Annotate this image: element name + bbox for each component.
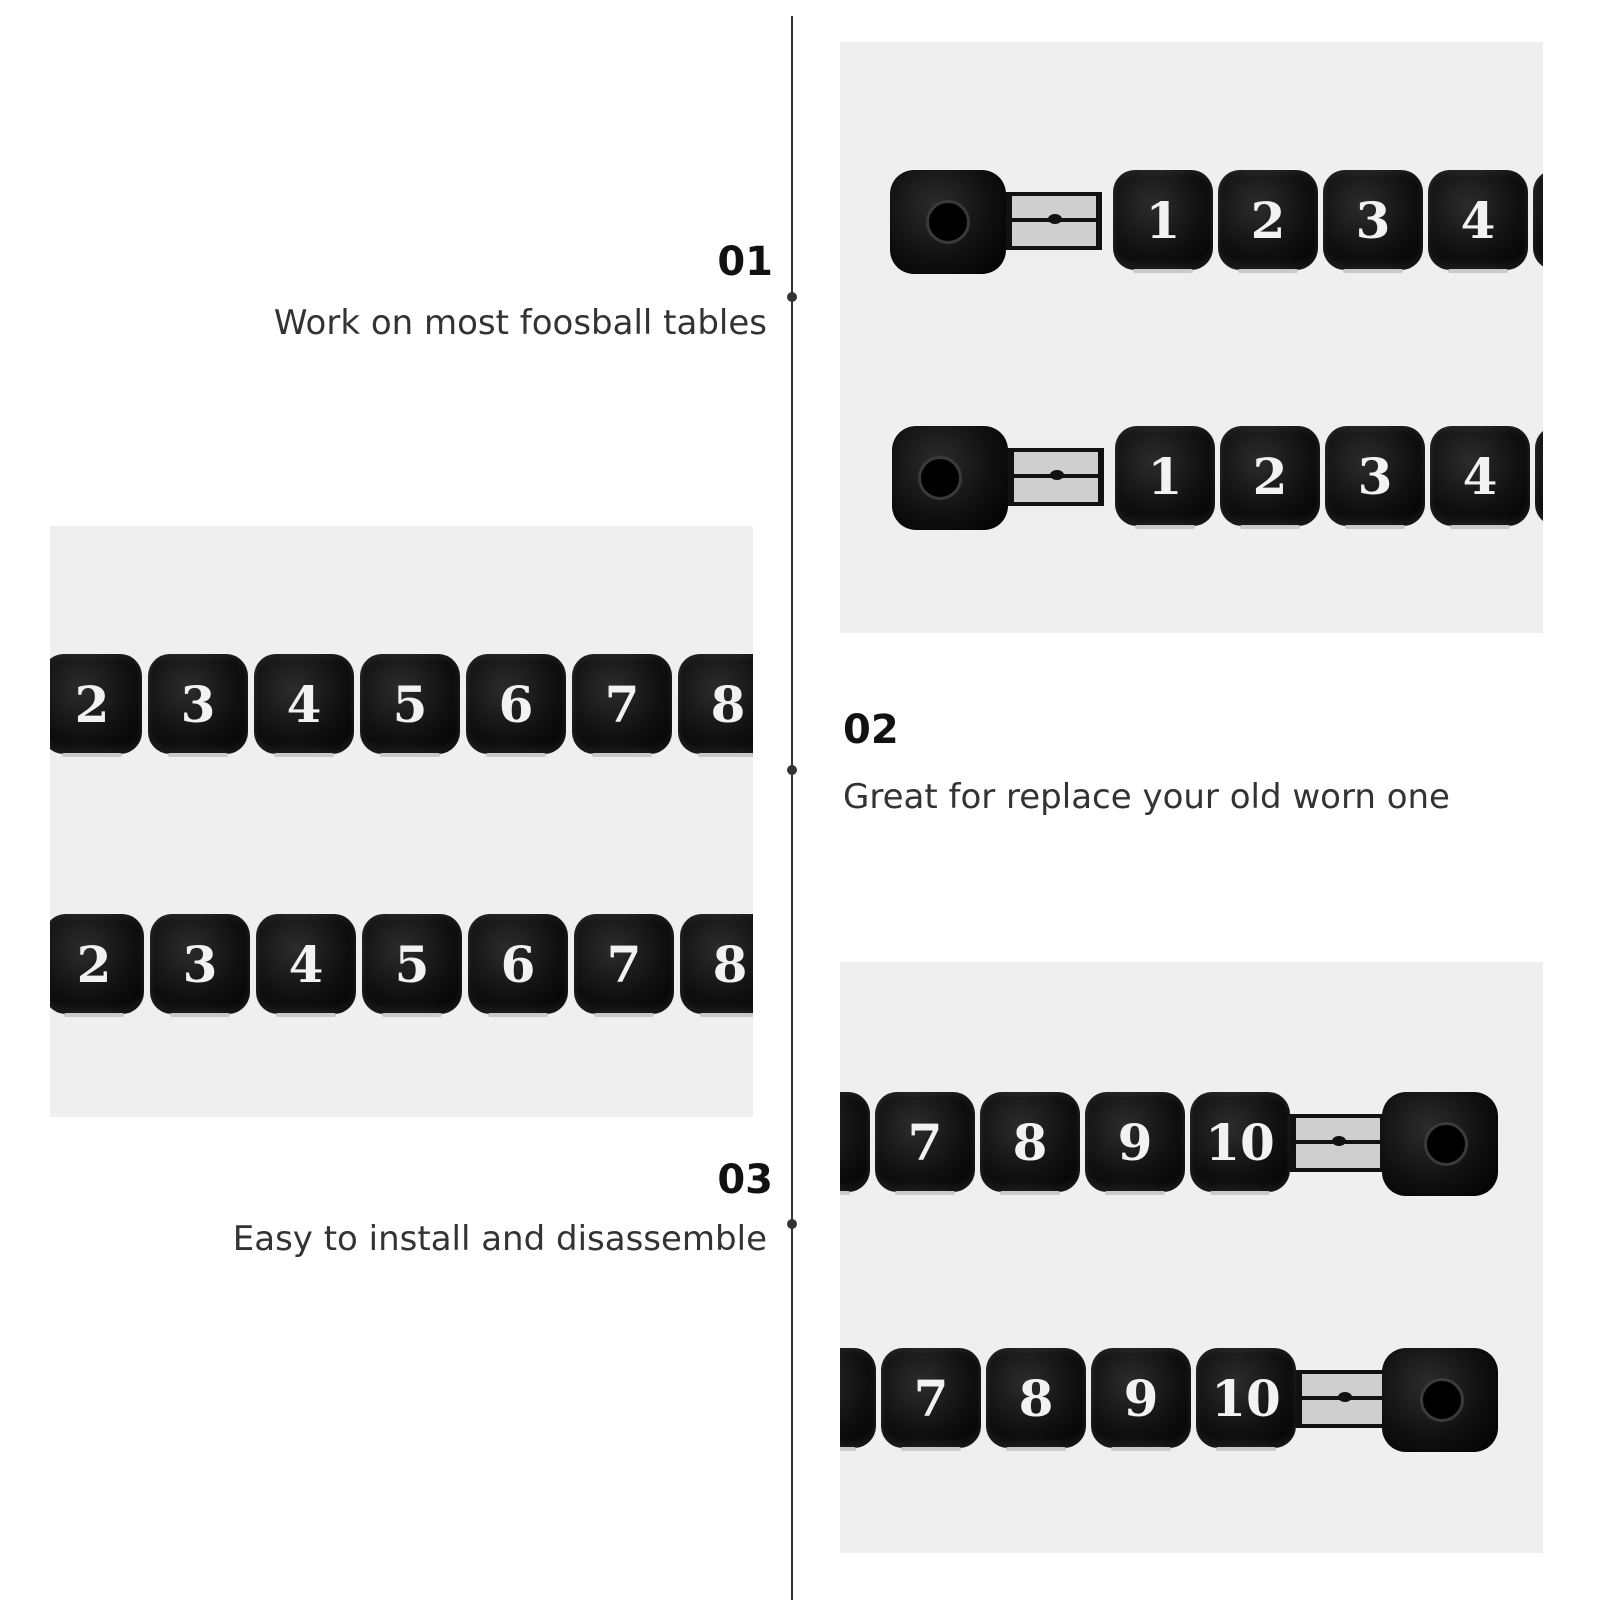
scorer-bracket (1008, 448, 1104, 506)
product-image-middle: 2 3 4 5 6 7 8 2 3 4 5 6 7 8 (50, 526, 753, 1117)
score-cube: 1 (1115, 426, 1215, 529)
scorer-endcap (890, 170, 1006, 274)
scorer-strip: 2 3 4 5 6 7 8 (50, 654, 753, 758)
score-cube-partial (840, 1092, 870, 1195)
step-text-03: Easy to install and disassemble (232, 1219, 767, 1259)
score-cube: 5 (360, 654, 460, 757)
endcap-hole-icon (1424, 1122, 1468, 1166)
score-cube: 8 (678, 654, 753, 757)
score-cube: 2 (1220, 426, 1320, 529)
score-cube: 3 (148, 654, 248, 757)
score-cube: 4 (1428, 170, 1528, 273)
scorer-endcap (1382, 1092, 1498, 1196)
score-cube: 7 (572, 654, 672, 757)
score-cube-partial (840, 1348, 876, 1451)
score-cube: 3 (1325, 426, 1425, 529)
scorer-bracket (1290, 1114, 1386, 1172)
step-number-02: 02 (843, 707, 899, 753)
step-text-01: Work on most foosball tables (273, 303, 767, 343)
step-number-01: 01 (717, 239, 773, 285)
scorer-strip: 1 2 3 4 (890, 170, 1543, 274)
score-cube: 1 (1113, 170, 1213, 273)
score-cube: 3 (1323, 170, 1423, 273)
score-cube: 4 (1430, 426, 1530, 529)
score-cube: 7 (875, 1092, 975, 1195)
score-cube: 4 (256, 914, 356, 1017)
endcap-hole-icon (918, 456, 962, 500)
score-cube: 2 (50, 654, 142, 757)
scorer-strip: 7 8 9 10 (840, 1092, 1530, 1196)
score-cube: 6 (468, 914, 568, 1017)
scorer-bracket (1006, 192, 1102, 250)
score-cube: 7 (881, 1348, 981, 1451)
endcap-hole-icon (1420, 1378, 1464, 1422)
score-cube: 5 (362, 914, 462, 1017)
score-cube: 10 (1190, 1092, 1290, 1195)
score-cube: 4 (254, 654, 354, 757)
scorer-endcap (1382, 1348, 1498, 1452)
score-cube: 7 (574, 914, 674, 1017)
timeline-line (791, 16, 793, 1600)
score-cube: 8 (980, 1092, 1080, 1195)
scorer-strip: 2 3 4 5 6 7 8 (50, 914, 753, 1018)
score-cube: 10 (1196, 1348, 1296, 1451)
score-cube-partial (1535, 426, 1543, 526)
score-cube: 2 (1218, 170, 1318, 273)
step-text-02: Great for replace your old worn one (843, 777, 1450, 817)
score-cube: 8 (680, 914, 753, 1017)
scorer-endcap (892, 426, 1008, 530)
step-number-03: 03 (717, 1157, 773, 1203)
product-image-bottom: 7 8 9 10 7 8 9 10 (840, 962, 1543, 1553)
score-cube: 2 (50, 914, 144, 1017)
scorer-strip: 1 2 3 4 (892, 426, 1543, 530)
score-cube: 6 (466, 654, 566, 757)
timeline-dot-02 (787, 765, 797, 775)
timeline-dot-01 (787, 292, 797, 302)
scorer-bracket (1296, 1370, 1392, 1428)
score-cube: 9 (1085, 1092, 1185, 1195)
score-cube-partial (1533, 170, 1543, 270)
score-cube: 3 (150, 914, 250, 1017)
score-cube: 9 (1091, 1348, 1191, 1451)
product-image-top: 1 2 3 4 1 2 3 4 (840, 42, 1543, 633)
timeline-dot-03 (787, 1219, 797, 1229)
endcap-hole-icon (926, 200, 970, 244)
scorer-strip: 7 8 9 10 (840, 1348, 1536, 1452)
score-cube: 8 (986, 1348, 1086, 1451)
